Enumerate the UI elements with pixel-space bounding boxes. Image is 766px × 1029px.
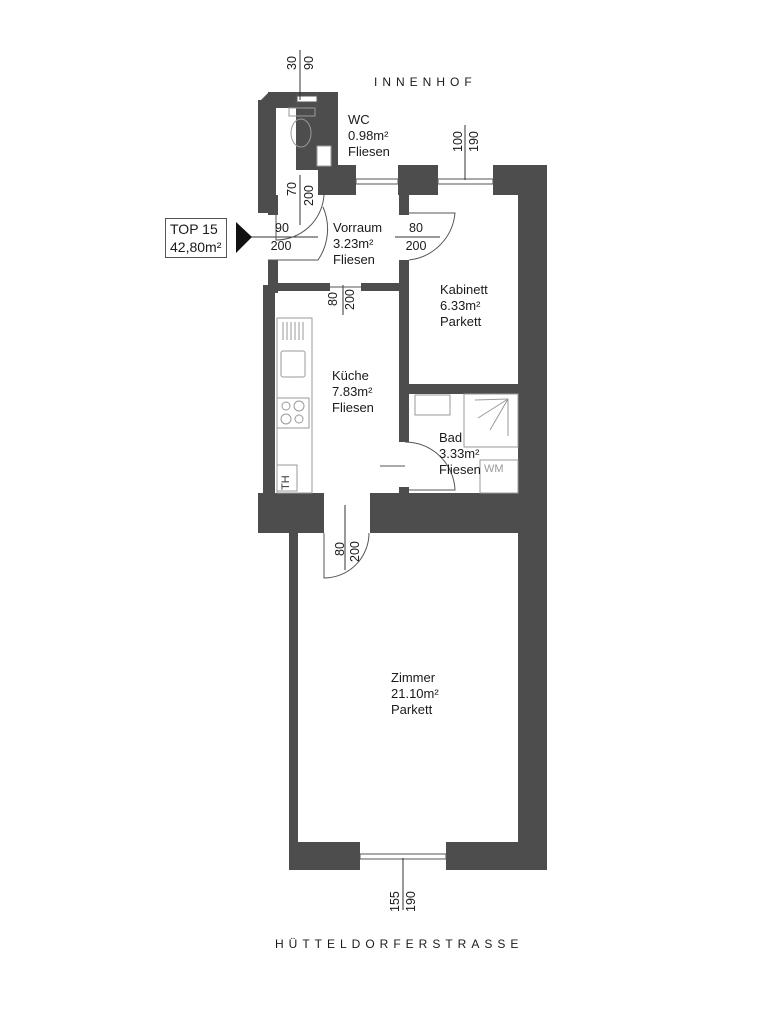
zimmer-window-dim-top: 155 xyxy=(388,891,402,912)
vorraum-window xyxy=(355,178,399,185)
room-name: Zimmer xyxy=(391,670,436,685)
room-zimmer: Zimmer 21.10m² Parkett xyxy=(391,670,439,718)
room-name: Vorraum xyxy=(333,220,383,235)
room-vorraum: Vorraum 3.23m² Fliesen xyxy=(333,220,382,268)
vorraum-left-lower xyxy=(268,260,278,293)
wc-window-dim-bottom: 90 xyxy=(302,56,316,70)
kitchen-sink-icon xyxy=(280,350,306,378)
room-area: 0.98m² xyxy=(348,128,389,143)
room-bad: Bad 3.33m² Fliesen xyxy=(439,430,481,478)
kabinett-window-dim-bottom: 190 xyxy=(467,131,481,152)
stove-icon xyxy=(276,397,310,429)
kabinett-left-wall xyxy=(399,195,409,215)
wc-window-dim-top: 30 xyxy=(285,56,299,70)
kueche-door-dim-bottom: 200 xyxy=(343,289,357,310)
room-floor: Fliesen xyxy=(333,252,375,267)
wc-basin-icon xyxy=(316,145,332,167)
kabinett-door-dim-top: 80 xyxy=(409,221,423,235)
wc-window xyxy=(295,95,319,103)
vorraum-kueche-right xyxy=(361,283,401,291)
room-area: 3.33m² xyxy=(439,446,480,461)
zimmer-door-dim-top: 80 xyxy=(333,542,347,556)
fixtures xyxy=(276,107,519,494)
room-area: 3.23m² xyxy=(333,236,374,251)
bottom-wall-left xyxy=(289,842,360,870)
upper-wall-seg1 xyxy=(318,165,356,195)
room-floor: Parkett xyxy=(391,702,433,717)
unit-name: TOP 15 xyxy=(170,221,218,237)
right-exterior-wall xyxy=(518,165,547,870)
room-name: Bad xyxy=(439,430,463,445)
room-kueche: Küche 7.83m² Fliesen xyxy=(332,368,374,416)
room-floor: Fliesen xyxy=(439,462,481,477)
courtyard-label: INNENHOF xyxy=(374,75,477,89)
zimmer-door-swing xyxy=(323,532,370,579)
bad-left-wall-low xyxy=(399,487,409,495)
wc-door-swing xyxy=(275,194,325,241)
room-area: 6.33m² xyxy=(440,298,481,313)
middle-wall-right xyxy=(370,493,518,533)
room-floor: Fliesen xyxy=(332,400,374,415)
kabinett-left-wall-lower xyxy=(399,260,409,390)
room-floor: Parkett xyxy=(440,314,482,329)
kabinett-door-swing xyxy=(408,212,456,261)
entrance-arrow-icon xyxy=(236,222,252,253)
vorraum-kueche-left xyxy=(276,283,330,291)
zimmer-window-dim-bottom: 190 xyxy=(404,891,418,912)
vorraum-left-wall xyxy=(268,195,278,215)
room-kabinett: Kabinett 6.33m² Parkett xyxy=(440,282,488,330)
bad-door-swing xyxy=(380,441,456,491)
room-floor: Fliesen xyxy=(348,144,390,159)
room-name: Küche xyxy=(332,368,369,383)
middle-wall-left xyxy=(258,493,324,533)
toilet-bowl-icon xyxy=(290,118,312,148)
wc-door-dim-bottom: 200 xyxy=(302,185,316,206)
zimmer-left-wall xyxy=(289,530,298,842)
room-area: 7.83m² xyxy=(332,384,373,399)
kueche-door-dim-top: 80 xyxy=(326,292,340,306)
washing-machine-icon xyxy=(479,459,519,494)
unit-area: 42,80m² xyxy=(170,239,222,255)
room-wc: WC 0.98m² Fliesen xyxy=(348,112,390,160)
bottom-wall-right xyxy=(446,842,547,870)
room-name: Kabinett xyxy=(440,282,488,297)
wc-left-wall-inner xyxy=(258,100,276,213)
entrance-door-dim-bottom: 200 xyxy=(270,239,292,253)
bath-sink-icon xyxy=(414,394,451,416)
room-area: 21.10m² xyxy=(391,686,439,701)
wc-door-dim-top: 70 xyxy=(285,182,299,196)
upper-wall-seg2 xyxy=(398,165,438,195)
street-label: HÜTTELDORFERSTRASSE xyxy=(275,937,524,951)
entrance-door-dim-top: 90 xyxy=(275,221,289,235)
entrance-door-swing xyxy=(268,206,329,261)
kueche-left-wall xyxy=(263,285,275,495)
water-heater-box xyxy=(276,464,298,492)
shower-icon xyxy=(463,393,519,448)
washing-machine-label: WM xyxy=(484,463,504,475)
unit-label-box: TOP 15 42,80m² xyxy=(165,218,227,258)
kabinett-door-dim-bottom: 200 xyxy=(405,239,427,253)
kabinett-window-dim-top: 100 xyxy=(451,131,465,152)
kabinett-bottom-wall xyxy=(405,384,518,394)
door-swings xyxy=(268,194,456,579)
dimension-lines xyxy=(238,50,466,910)
zimmer-door-dim-bottom: 200 xyxy=(348,541,362,562)
room-name: WC xyxy=(348,112,370,127)
water-heater-label: TH xyxy=(280,475,292,490)
bad-left-wall xyxy=(399,390,409,442)
walls xyxy=(258,92,547,870)
toilet-tank xyxy=(288,107,316,117)
